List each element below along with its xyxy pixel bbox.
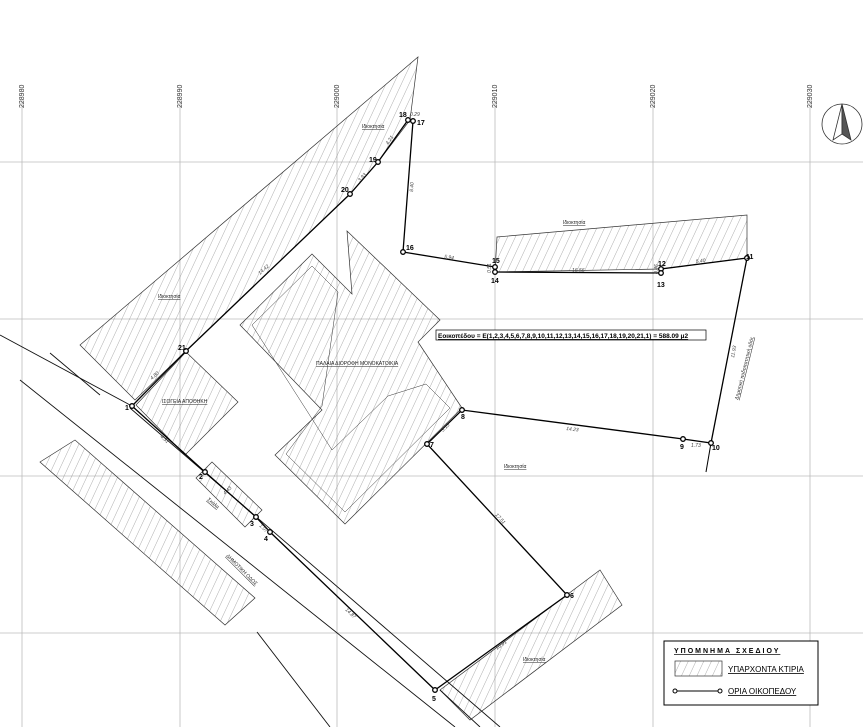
legend-title: ΥΠΟΜΝΗΜΑ ΣΧΕΔΙΟΥ bbox=[674, 648, 780, 655]
length-label: 14.87 bbox=[344, 607, 357, 620]
grid-label: 229020 bbox=[650, 85, 657, 108]
length-label: 0.51 bbox=[487, 263, 493, 273]
point-label: 10 bbox=[712, 445, 720, 452]
property-label: Ιδιοκτησία bbox=[362, 124, 385, 130]
point-label: 7 bbox=[430, 442, 434, 449]
grid-label: 229010 bbox=[492, 85, 499, 108]
point-label: 17 bbox=[417, 120, 425, 127]
legend: ΥΠΟΜΝΗΜΑ ΣΧΕΔΙΟΥ ΥΠΑΡΧΟΝΤΑ ΚΤΙΡΙΑ ΟΡΙΑ Ο… bbox=[663, 640, 819, 706]
neighbour-buildings bbox=[39, 56, 748, 721]
length-label: 3.13 bbox=[440, 422, 451, 433]
length-label: 0.29 bbox=[410, 112, 420, 118]
plot-boundary bbox=[131, 119, 748, 691]
point-label: 21 bbox=[178, 345, 186, 352]
footpath-label: Δημοτική ποδοπατητική οδός bbox=[733, 335, 756, 400]
grid-label: 229030 bbox=[807, 85, 814, 108]
storage-label: ΙΣΟΓΕΙΑ ΑΠΟΘΗΚΗ bbox=[162, 399, 208, 405]
grid-labels: 228980 228990 229000 229010 229020 22903… bbox=[19, 85, 814, 108]
point-label: 2 bbox=[199, 474, 203, 481]
point-label: 19 bbox=[369, 157, 377, 164]
length-label: 3.93 bbox=[357, 172, 368, 183]
point-label: 14 bbox=[491, 278, 499, 285]
point-label: 12 bbox=[658, 261, 666, 268]
property-label: Ιδιοκτησία bbox=[504, 464, 527, 470]
length-label: 8.40 bbox=[409, 182, 416, 192]
legend-existing-buildings: ΥΠΑΡΧΟΝΤΑ ΚΤΙΡΙΑ bbox=[728, 665, 805, 674]
point-label: 20 bbox=[341, 187, 349, 194]
hatch-swatch-icon bbox=[674, 660, 723, 677]
point-label: 5 bbox=[432, 696, 436, 703]
point-label: 18 bbox=[399, 112, 407, 119]
north-arrow-icon bbox=[821, 103, 863, 145]
point-label: 1 bbox=[125, 405, 129, 412]
point-label: 9 bbox=[680, 444, 684, 451]
boundary-line-icon bbox=[672, 688, 723, 694]
length-label: 4.21 bbox=[385, 135, 396, 147]
point-label: 4 bbox=[264, 536, 268, 543]
area-formula-box bbox=[435, 329, 707, 341]
point-label: 3 bbox=[250, 521, 254, 528]
property-label: Ιδιοκτησία bbox=[523, 657, 546, 663]
length-label: 5.94 bbox=[444, 254, 455, 261]
length-label: 11.93 bbox=[730, 345, 738, 358]
length-label: 5.40 bbox=[696, 258, 707, 265]
point-label: 16 bbox=[406, 245, 414, 252]
length-label: 1.73 bbox=[691, 443, 701, 449]
point-label: 11 bbox=[746, 254, 754, 261]
legend-plot-boundary: ΟΡΙΑ ΟΙΚΟΠΕΔΟΥ bbox=[728, 687, 797, 696]
point-label: 8 bbox=[461, 414, 465, 421]
length-label: 17.51 bbox=[494, 512, 507, 525]
plot-area-formula: Εοικοπέδου = Ε(1,2,3,4,5,6,7,8,9,10,11,1… bbox=[438, 333, 689, 340]
boundary-vertices bbox=[129, 117, 750, 693]
house-label: ΠΑΛΑΙΑ ΔΙΟΡΟΦΗ ΜΟΝΟΚΑΤΟΙΚΙΑ bbox=[316, 361, 399, 367]
length-label: 14.23 bbox=[566, 426, 579, 434]
grid-label: 228980 bbox=[19, 85, 26, 108]
road-edges bbox=[0, 334, 501, 727]
length-label: 0.46 bbox=[654, 264, 660, 274]
property-label: Ιδιοκτησία bbox=[158, 294, 181, 300]
property-label: Ιδιοκτησία bbox=[563, 220, 586, 226]
point-label: 15 bbox=[492, 258, 500, 265]
grid-label: 228990 bbox=[177, 85, 184, 108]
length-label: 16.56 bbox=[572, 268, 585, 274]
length-label: 4.80 bbox=[149, 370, 160, 381]
vertex-labels: 1 2 3 4 5 6 7 8 9 10 11 12 13 14 15 16 1… bbox=[125, 112, 754, 703]
length-label: 4.31 bbox=[159, 434, 170, 445]
point-label: 13 bbox=[657, 282, 665, 289]
segment-lengths: 4.80 14.42 3.93 4.21 0.29 8.40 5.94 0.51… bbox=[149, 112, 738, 652]
length-label: 1.07 bbox=[258, 523, 269, 534]
point-label: 6 bbox=[570, 593, 574, 600]
length-label: 4.43 bbox=[222, 485, 233, 496]
grid-label: 229000 bbox=[334, 85, 341, 108]
